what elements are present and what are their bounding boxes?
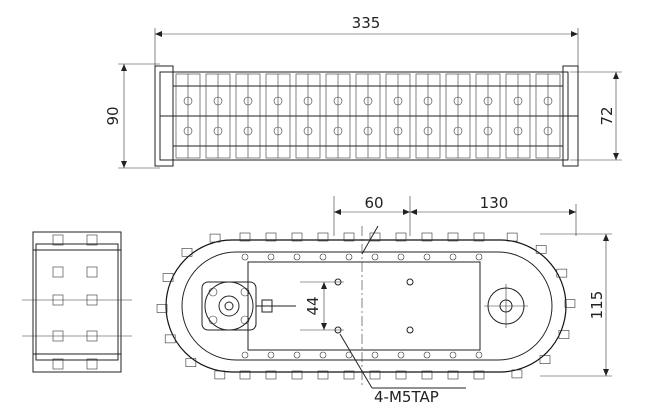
dim-height-label: 115 xyxy=(588,291,606,320)
dim-hole-spacing-label: 44 xyxy=(304,296,322,315)
dim-outer-width-label: 90 xyxy=(104,106,122,125)
dim-inner-width-label: 72 xyxy=(598,106,616,125)
end-track-links xyxy=(52,234,98,370)
dim-sprocket-offset-label: 60 xyxy=(364,194,383,212)
side-track-links xyxy=(156,232,576,380)
dim-length-label: 335 xyxy=(352,14,381,32)
tap-callout-label: 4-M5TAP xyxy=(374,388,439,406)
dim-wheel-base-label: 130 xyxy=(480,194,509,212)
top-view: 335 90 72 xyxy=(104,14,622,169)
side-view: 60 130 115 xyxy=(156,194,612,406)
top-track-links xyxy=(175,73,561,159)
end-view xyxy=(22,231,132,373)
